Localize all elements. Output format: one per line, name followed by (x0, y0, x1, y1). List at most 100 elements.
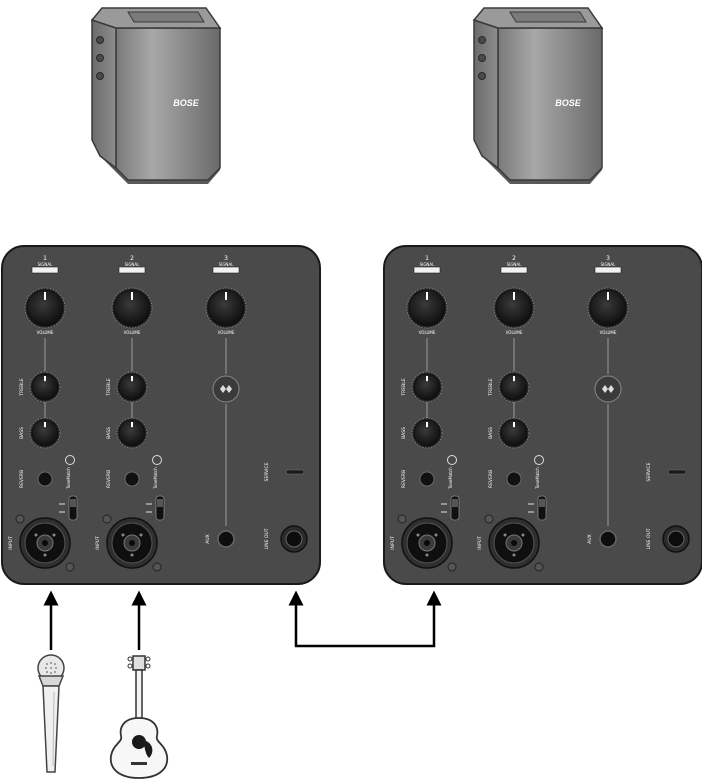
line-out-to-input-connection-arrow (288, 590, 442, 648)
volume-label: VOLUME (37, 330, 54, 335)
aux-label: AUX (205, 534, 211, 543)
mounting-screw (65, 562, 75, 572)
bass-label: BASS (106, 427, 112, 439)
volume-label: VOLUME (218, 330, 235, 335)
signal-label: SIGNAL (507, 262, 523, 267)
bass-label: BASS (401, 427, 407, 439)
input-label: INPUT (390, 536, 396, 550)
treble-label: TREBLE (401, 378, 407, 396)
combo-input-jack[interactable] (401, 517, 453, 569)
mounting-screw (447, 562, 457, 572)
volume-label: VOLUME (506, 330, 523, 335)
service-label: SERVICE (264, 462, 270, 481)
combo-input-jack[interactable] (488, 517, 540, 569)
aux-label: AUX (587, 534, 593, 543)
service-port (667, 469, 687, 475)
mixer-panel-body (1, 245, 321, 585)
reverb-label: REVERB (488, 470, 494, 488)
channel-number: 1 (425, 255, 429, 262)
speaker-brand-logo: BOSE (173, 98, 200, 108)
treble-knob[interactable] (116, 371, 148, 403)
signal-label: SIGNAL (125, 262, 141, 267)
reverb-label: REVERB (19, 470, 25, 488)
signal-indicator (594, 266, 622, 274)
channel-number: 3 (606, 255, 610, 262)
volume-knob[interactable] (406, 287, 448, 329)
volume-knob[interactable] (493, 287, 535, 329)
bass-label: BASS (19, 427, 25, 439)
treble-label: TREBLE (106, 378, 112, 396)
treble-knob[interactable] (29, 371, 61, 403)
volume-knob[interactable] (205, 287, 247, 329)
bass-knob[interactable] (498, 417, 530, 449)
mounting-screw (397, 514, 407, 524)
signal-indicator (212, 266, 240, 274)
tonematch-icon (534, 455, 544, 465)
line-out-label: LINE OUT (264, 528, 270, 549)
reverb-knob[interactable] (37, 471, 53, 487)
reverb-knob[interactable] (506, 471, 522, 487)
reverb-knob[interactable] (124, 471, 140, 487)
mounting-screw (102, 514, 112, 524)
tonematch-switch-lever (70, 499, 76, 507)
mixer-panel-body (383, 245, 702, 585)
channel-number: 1 (43, 255, 47, 262)
signal-label: SIGNAL (219, 262, 235, 267)
tonematch-label: ToneMatch (448, 467, 453, 490)
line-out-jack[interactable] (280, 525, 308, 553)
bass-label: BASS (488, 427, 494, 439)
volume-knob[interactable] (587, 287, 629, 329)
aux-icon (602, 385, 614, 393)
treble-knob[interactable] (498, 371, 530, 403)
signal-indicator (31, 266, 59, 274)
tonematch-icon (152, 455, 162, 465)
tonematch-label: ToneMatch (66, 467, 71, 490)
mounting-screw (534, 562, 544, 572)
reverb-label: REVERB (401, 470, 407, 488)
volume-label: VOLUME (600, 330, 617, 335)
treble-knob[interactable] (411, 371, 443, 403)
volume-knob[interactable] (24, 287, 66, 329)
speaker-right: BOSE (472, 7, 604, 184)
aux-jack[interactable] (217, 530, 235, 548)
input-label: INPUT (8, 536, 14, 550)
treble-label: TREBLE (19, 378, 25, 396)
acoustic-guitar-icon (109, 655, 169, 779)
tonematch-icon (447, 455, 457, 465)
channel-number: 3 (224, 255, 228, 262)
service-label: SERVICE (646, 462, 652, 481)
line-out-label: LINE OUT (646, 528, 652, 549)
bass-knob[interactable] (29, 417, 61, 449)
volume-label: VOLUME (419, 330, 436, 335)
tonematch-switch-lever (539, 499, 545, 507)
aux-jack[interactable] (599, 530, 617, 548)
reverb-label: REVERB (106, 470, 112, 488)
signal-indicator (413, 266, 441, 274)
signal-indicator (118, 266, 146, 274)
aux-icon (220, 385, 232, 393)
volume-label: VOLUME (124, 330, 141, 335)
speaker-brand-logo: BOSE (555, 98, 582, 108)
bass-knob[interactable] (116, 417, 148, 449)
signal-label: SIGNAL (420, 262, 436, 267)
combo-input-jack[interactable] (19, 517, 71, 569)
input-label: INPUT (477, 536, 483, 550)
tonematch-label: ToneMatch (535, 467, 540, 490)
channel-number: 2 (512, 255, 516, 262)
bass-knob[interactable] (411, 417, 443, 449)
line-out-jack[interactable] (662, 525, 690, 553)
volume-knob[interactable] (111, 287, 153, 329)
tonematch-label: ToneMatch (153, 467, 158, 490)
reverb-knob[interactable] (419, 471, 435, 487)
combo-input-jack[interactable] (106, 517, 158, 569)
mounting-screw (484, 514, 494, 524)
input-label: INPUT (95, 536, 101, 550)
signal-indicator (500, 266, 528, 274)
channel-number: 2 (130, 255, 134, 262)
microphone-icon (37, 654, 65, 773)
mounting-screw (15, 514, 25, 524)
tonematch-switch-lever (452, 499, 458, 507)
